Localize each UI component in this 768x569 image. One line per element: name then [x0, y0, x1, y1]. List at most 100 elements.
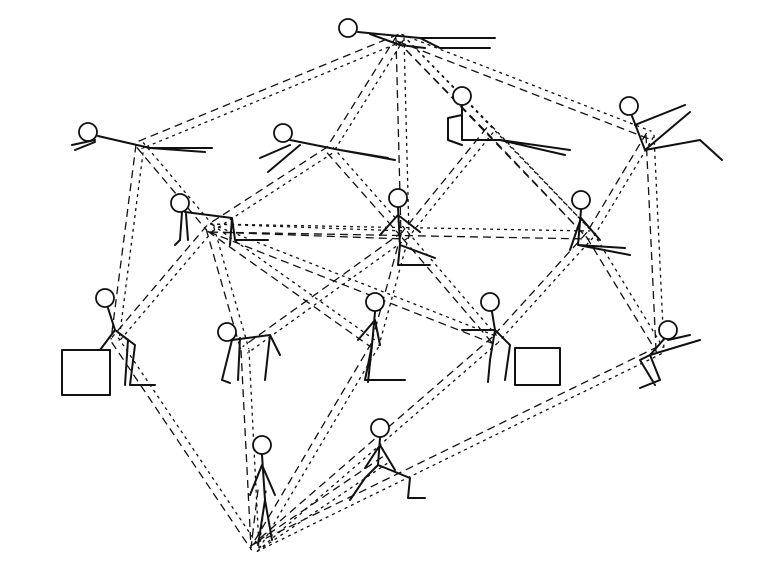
connection-line [250, 342, 373, 547]
figure-head [338, 18, 358, 38]
stick-figure-4 [447, 86, 571, 156]
connection-line [586, 236, 658, 353]
connection-line [242, 231, 404, 348]
connection-line [586, 132, 648, 234]
stick-figure-14 [249, 435, 276, 546]
stick-figure-9 [61, 288, 156, 396]
figure-body [569, 209, 631, 256]
stick-figure-7 [379, 188, 436, 266]
connection-line [396, 40, 488, 134]
figure-body [174, 211, 269, 246]
connection-line [211, 224, 378, 343]
figure-head [370, 418, 390, 438]
connection-line [142, 142, 214, 226]
figure-head [658, 320, 678, 340]
connection-line [250, 489, 259, 548]
figure-head [388, 188, 408, 208]
figure-body [639, 334, 701, 389]
stick-figure-8 [569, 190, 631, 256]
figure-body [221, 334, 281, 384]
connection-line [332, 39, 404, 153]
connection-line [332, 146, 409, 233]
connection-line [326, 35, 398, 149]
connection-line [257, 346, 380, 551]
connection-line [491, 231, 588, 338]
connection-line [398, 41, 649, 140]
connection-line [252, 345, 659, 545]
connection-line [110, 144, 137, 340]
connection-line [497, 237, 594, 344]
figure-body [249, 454, 276, 546]
connection-line [209, 231, 590, 240]
connection-line [207, 146, 329, 226]
connection-line [407, 231, 499, 338]
figure-body [357, 31, 496, 49]
connection-line [138, 33, 399, 142]
figure-head [619, 96, 639, 116]
figure-head [252, 435, 272, 455]
connection-line [246, 237, 408, 354]
figure-head [217, 322, 237, 342]
figure-head [78, 122, 98, 142]
figure-body [379, 207, 436, 266]
figure-body [349, 437, 426, 501]
connection-line [240, 350, 252, 549]
connection-line [251, 336, 493, 546]
figure-body [631, 104, 723, 161]
connection-line [141, 41, 402, 150]
stick-figure-10 [217, 322, 281, 384]
connection-line [118, 145, 145, 341]
stick-figure-6 [170, 193, 269, 246]
stick-figure-1 [338, 18, 496, 49]
connection-line [653, 134, 665, 350]
connection-line [211, 152, 333, 232]
figure-body [61, 307, 156, 396]
connection-line [403, 37, 410, 235]
connection-line [213, 226, 250, 350]
figure-head [480, 292, 500, 312]
figure-body [259, 139, 396, 173]
connection-line [378, 235, 410, 347]
stick-figure-13 [639, 320, 701, 389]
figure-body [357, 311, 406, 383]
figure-body [447, 105, 571, 156]
connection-line [407, 132, 494, 238]
connection-line [486, 132, 588, 239]
figure-head [170, 193, 190, 213]
connection-line [402, 34, 594, 233]
connection-line [117, 230, 214, 344]
connection-line [211, 223, 497, 337]
connection-line [401, 127, 488, 233]
figure-head [95, 288, 115, 308]
connection-line [492, 126, 594, 233]
connection-line [210, 223, 406, 232]
connection-line [117, 337, 259, 547]
connection-line [401, 33, 652, 132]
stick-figures [61, 18, 723, 546]
stick-figure-11 [357, 292, 406, 383]
connection-line [395, 38, 402, 236]
connection-line [256, 353, 663, 553]
figure-body [71, 135, 213, 153]
connection-line [208, 231, 494, 345]
connection-line [592, 136, 654, 238]
stick-figure-12 [461, 292, 561, 386]
figure-head [273, 123, 293, 143]
figure-head [452, 86, 472, 106]
connection-line [645, 135, 657, 351]
figure-head [571, 190, 591, 210]
figure-head [365, 292, 385, 312]
connection-line [207, 230, 374, 349]
connection-line [210, 223, 591, 232]
connection-line [401, 237, 493, 344]
stick-figure-3 [259, 123, 396, 173]
connection-line [256, 462, 388, 552]
stick-figure-5 [619, 96, 723, 161]
connection-line [592, 232, 664, 349]
connection-line [111, 341, 253, 551]
figure-body [461, 311, 561, 386]
connection-line [136, 147, 208, 231]
connection-line [252, 456, 384, 546]
connection-line [111, 224, 208, 338]
